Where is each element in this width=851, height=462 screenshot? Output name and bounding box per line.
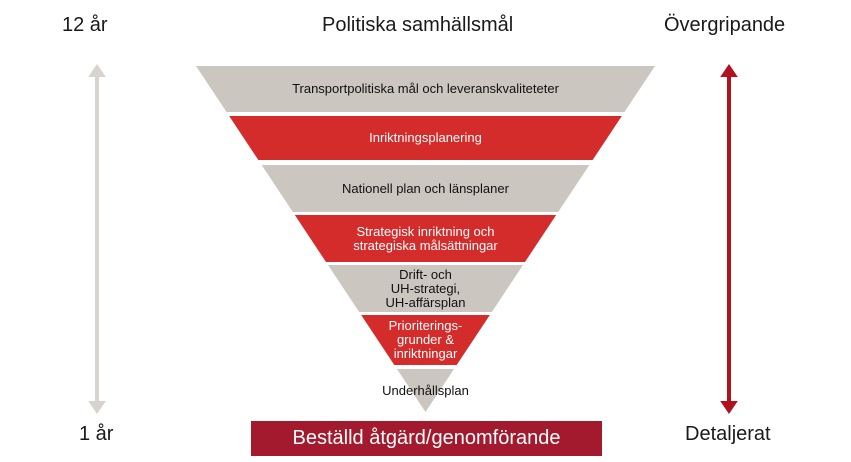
pyramid-level-label-5: Drift- och UH-strategi, UH-affärsplan	[385, 266, 466, 310]
pyramid-level-label-2: Inriktningsplanering	[369, 130, 482, 145]
pyramid-level-1	[196, 66, 655, 112]
pyramid-level-label-4: Strategisk inriktning och strategiska må…	[353, 223, 498, 253]
time-label-bottom: 1 år	[79, 423, 114, 445]
time-label-top: 12 år	[62, 14, 108, 36]
scope-label-top: Övergripande	[664, 14, 786, 36]
pyramid-level-6	[361, 315, 490, 365]
pyramid-level-label-1: Transportpolitiska mål och leveranskvali…	[292, 81, 559, 96]
pyramid-level-label-3: Nationell plan och länsplaner	[342, 180, 509, 196]
pyramid-level-7	[396, 369, 455, 412]
time-range-arrow	[88, 64, 106, 414]
pyramid-level-3	[261, 165, 590, 212]
detail-range-arrow	[720, 64, 738, 414]
scope-label-bottom: Detaljerat	[685, 423, 771, 445]
pyramid-level-label-7: Underhållsplan	[382, 382, 469, 398]
pyramid-level-label-6: Prioriterings- grunder & inriktningar	[388, 318, 463, 361]
result-box: Beställd åtgärd/genomförande	[251, 421, 602, 456]
diagram-title: Politiska samhällsmål	[322, 14, 514, 36]
pyramid-level-4	[294, 215, 557, 262]
pyramid-level-2	[229, 116, 622, 160]
pyramid-level-5	[327, 265, 524, 312]
